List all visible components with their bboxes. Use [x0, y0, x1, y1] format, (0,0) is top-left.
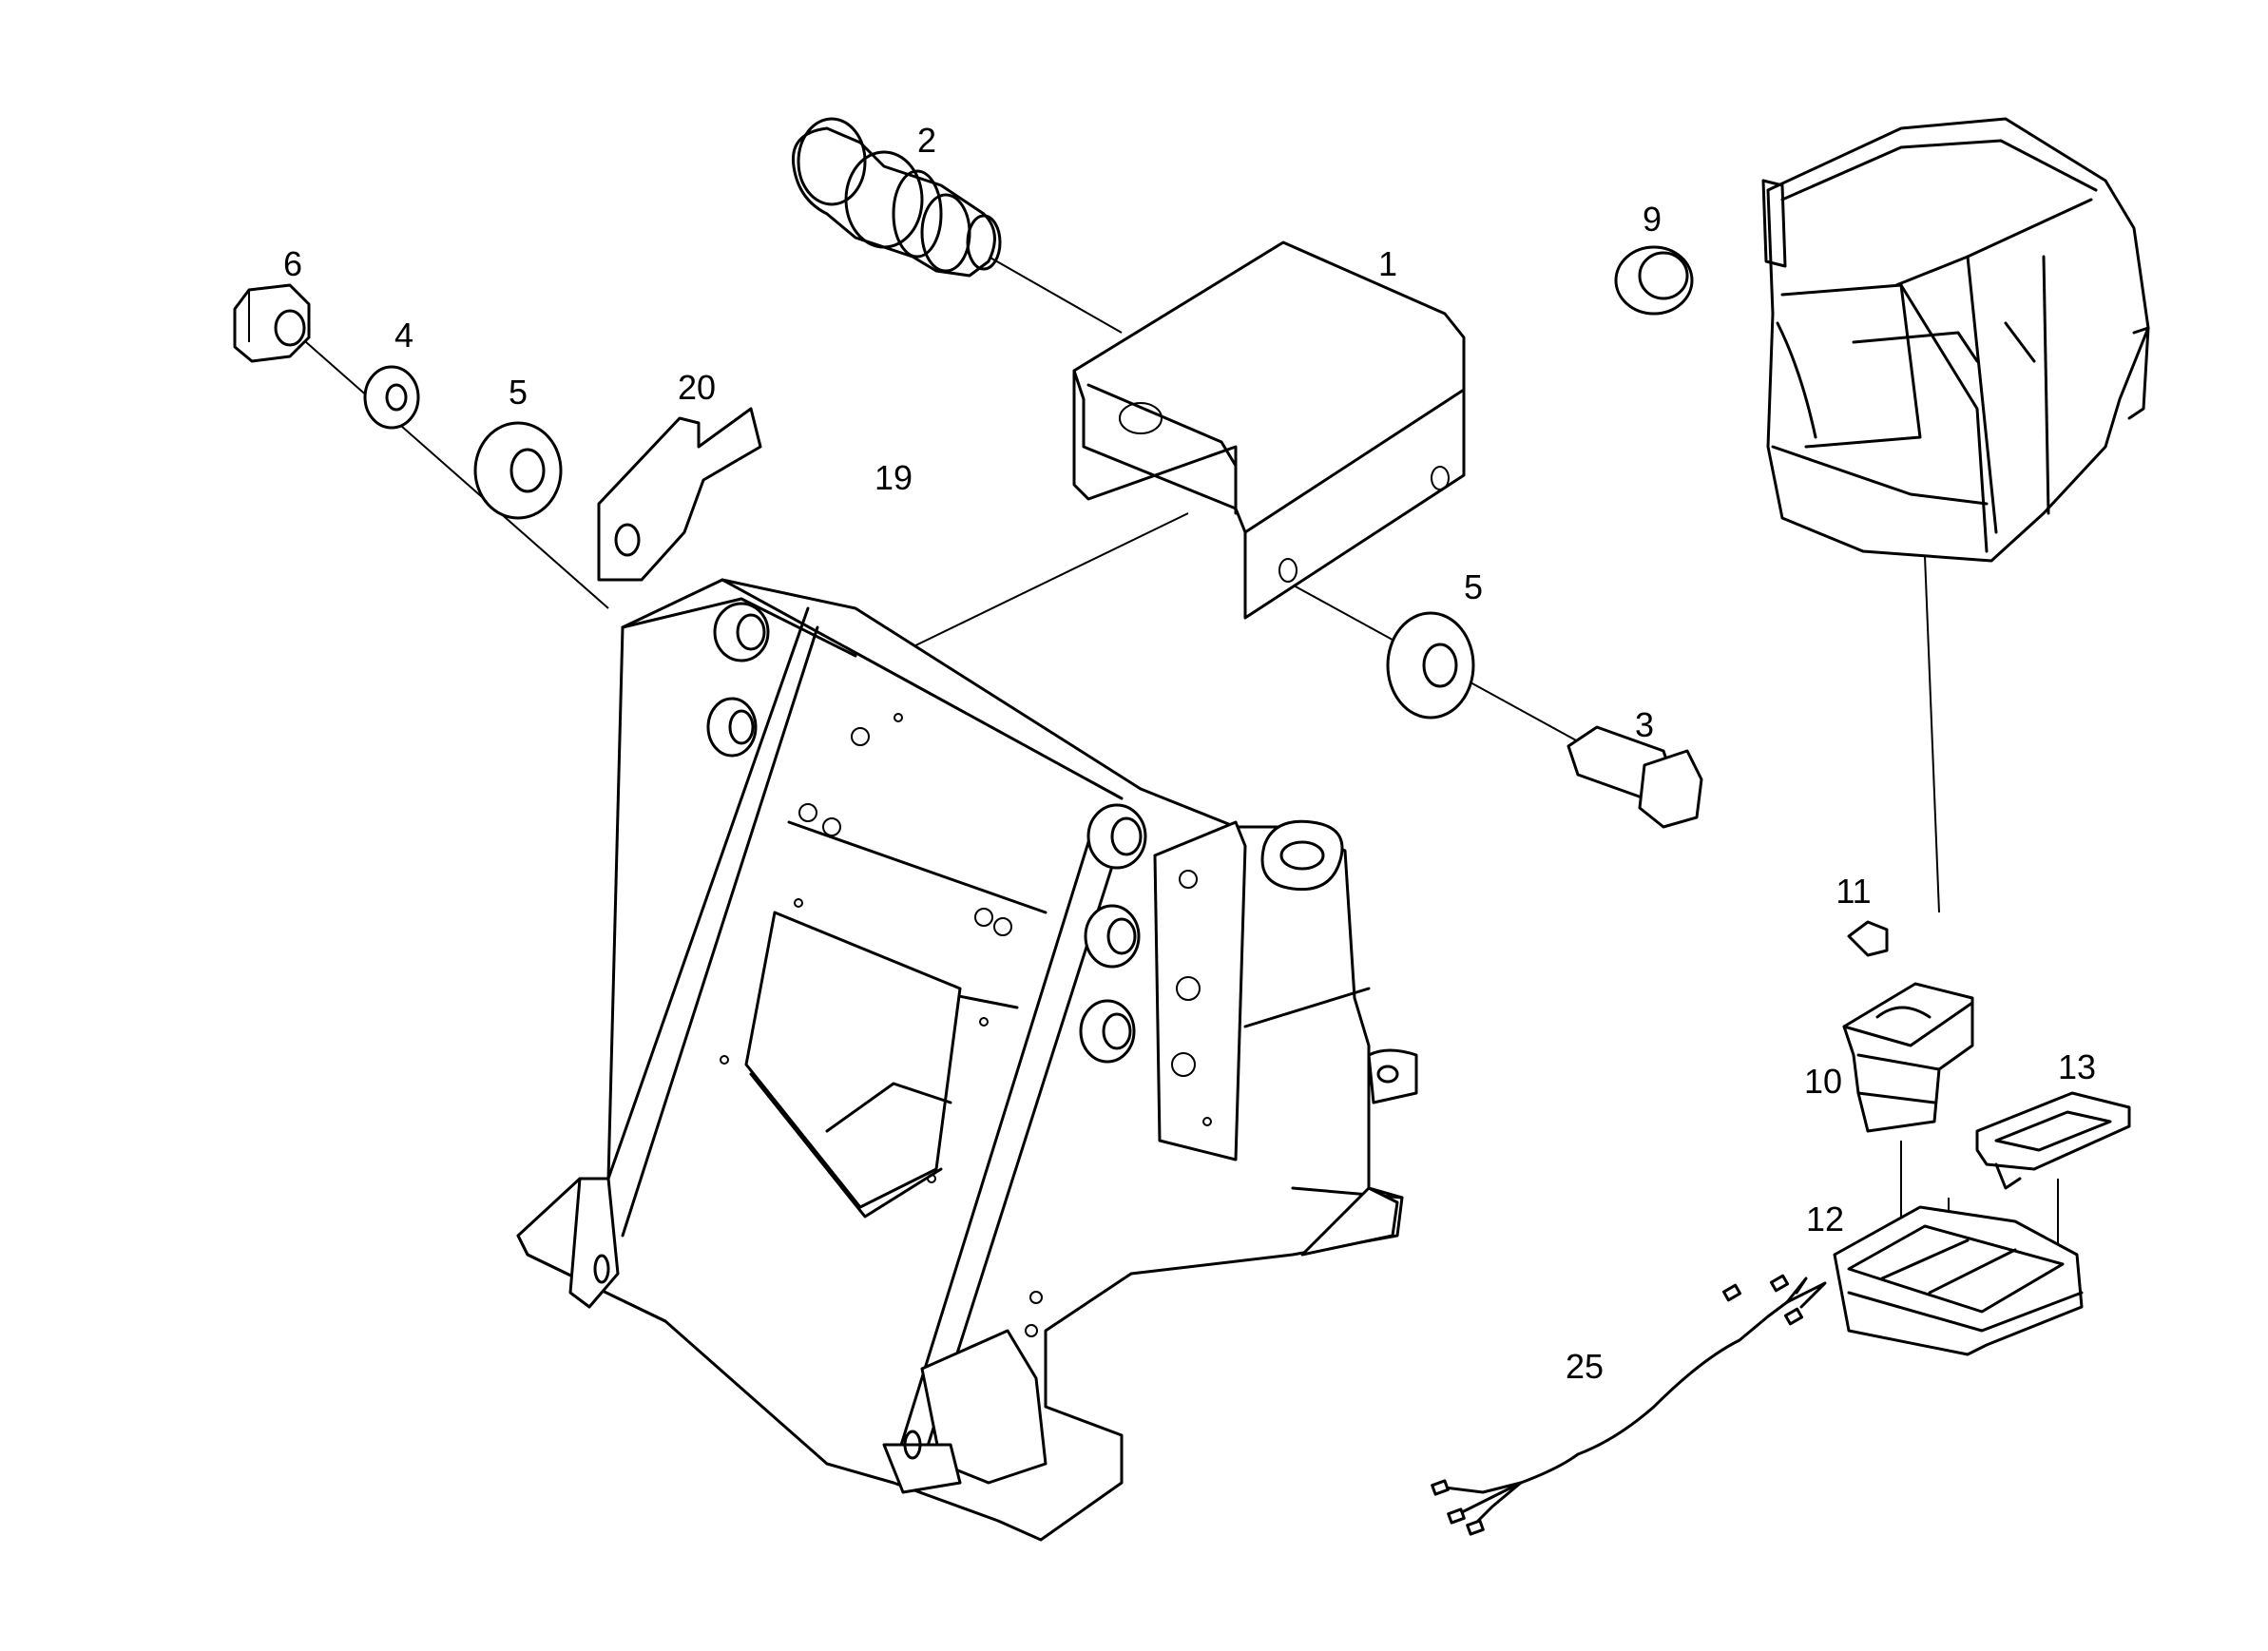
part-5-washer-right: [1386, 611, 1475, 720]
frame-chassis: [516, 578, 1418, 1542]
callout-9: 9: [1643, 200, 1662, 239]
part-4-washer: [363, 365, 420, 430]
part-20-plate: [597, 407, 762, 582]
callout-labels: 1 2 3 4 5 5 6 9 10 11 12 13 19 20 25: [283, 121, 2096, 1386]
callout-19: 19: [875, 458, 913, 497]
callout-5-left: 5: [509, 373, 528, 412]
part-3-bolt: [1566, 725, 1703, 829]
callout-3: 3: [1635, 705, 1654, 744]
callout-13: 13: [2058, 1047, 2096, 1086]
callout-2: 2: [917, 121, 936, 160]
callout-6: 6: [283, 244, 302, 283]
part-10-rocker-switch: [1842, 982, 1974, 1133]
callout-1: 1: [1378, 244, 1397, 283]
part-5-washer-left: [473, 421, 563, 520]
callout-11: 11: [1836, 872, 1871, 911]
part-25-wiring-harness: [1431, 1274, 1827, 1536]
part-13-cover-plate: [1975, 1091, 2131, 1190]
callout-10: 10: [1804, 1062, 1842, 1101]
part-1-bracket-cover: [1072, 240, 1466, 620]
callout-4: 4: [394, 316, 413, 355]
callout-25: 25: [1566, 1347, 1604, 1386]
callout-20: 20: [678, 368, 716, 407]
part-2-fitting: [791, 117, 1002, 278]
callout-12: 12: [1806, 1200, 1844, 1238]
part-9-grommet: [1614, 245, 1694, 316]
part-6-nut: [233, 283, 311, 363]
part-12-switch-housing: [1833, 1205, 2084, 1356]
callout-5-right: 5: [1464, 567, 1483, 606]
cab: [1761, 117, 2150, 563]
part-11-switch-cap: [1847, 920, 1889, 957]
